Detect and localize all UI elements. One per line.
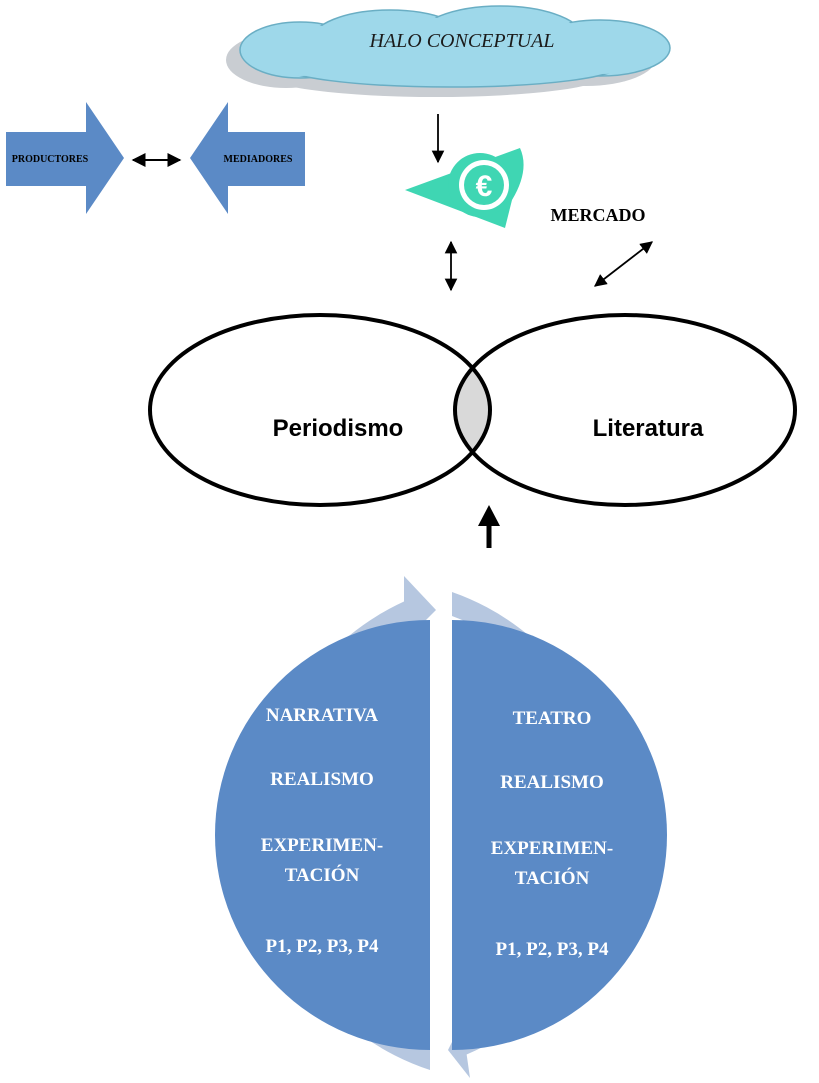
productores-mediadores-block: PRODUCTORES MEDIADORES	[6, 102, 305, 214]
literatura-ellipse	[453, 313, 797, 507]
cloud-label: HALO CONCEPTUAL	[368, 30, 554, 52]
periodismo-ellipse	[148, 313, 492, 507]
right-line-1: TEATRO	[513, 708, 592, 729]
left-line-3: EXPERIMEN-	[261, 835, 383, 856]
left-line-2: REALISMO	[270, 769, 373, 790]
left-line-1: NARRATIVA	[266, 705, 379, 726]
mediadores-label: MEDIADORES	[224, 154, 293, 165]
mercado-euro-icon: €	[405, 148, 524, 228]
market-literatura-arrow	[594, 241, 653, 287]
right-half-disc	[452, 620, 667, 1050]
literatura-ellipse-fill	[455, 315, 795, 505]
venn-diagram: Periodismo Literatura	[148, 313, 797, 507]
mediadores-arrow	[190, 102, 305, 214]
right-line-4: TACIÓN	[515, 867, 590, 889]
periodismo-label: Periodismo	[273, 415, 404, 442]
cycle-diagram: NARRATIVA REALISMO EXPERIMEN- TACIÓN P1,…	[215, 576, 667, 1078]
right-line-2: REALISMO	[500, 772, 603, 793]
mercado-label: MERCADO	[551, 205, 646, 225]
right-cycle-arrowhead	[448, 1022, 470, 1078]
right-line-3: EXPERIMEN-	[491, 838, 613, 859]
left-half-disc	[215, 620, 430, 1050]
literatura-label: Literatura	[593, 415, 704, 442]
right-line-5: P1, P2, P3, P4	[496, 939, 609, 960]
productores-label: PRODUCTORES	[12, 154, 89, 165]
euro-symbol: €	[476, 170, 493, 203]
intersection-pointer-arrow	[478, 505, 500, 548]
productores-arrow	[6, 102, 124, 214]
left-line-4: TACIÓN	[285, 864, 360, 886]
halo-conceptual-cloud: HALO CONCEPTUAL	[226, 5, 671, 97]
left-line-5: P1, P2, P3, P4	[266, 936, 379, 957]
